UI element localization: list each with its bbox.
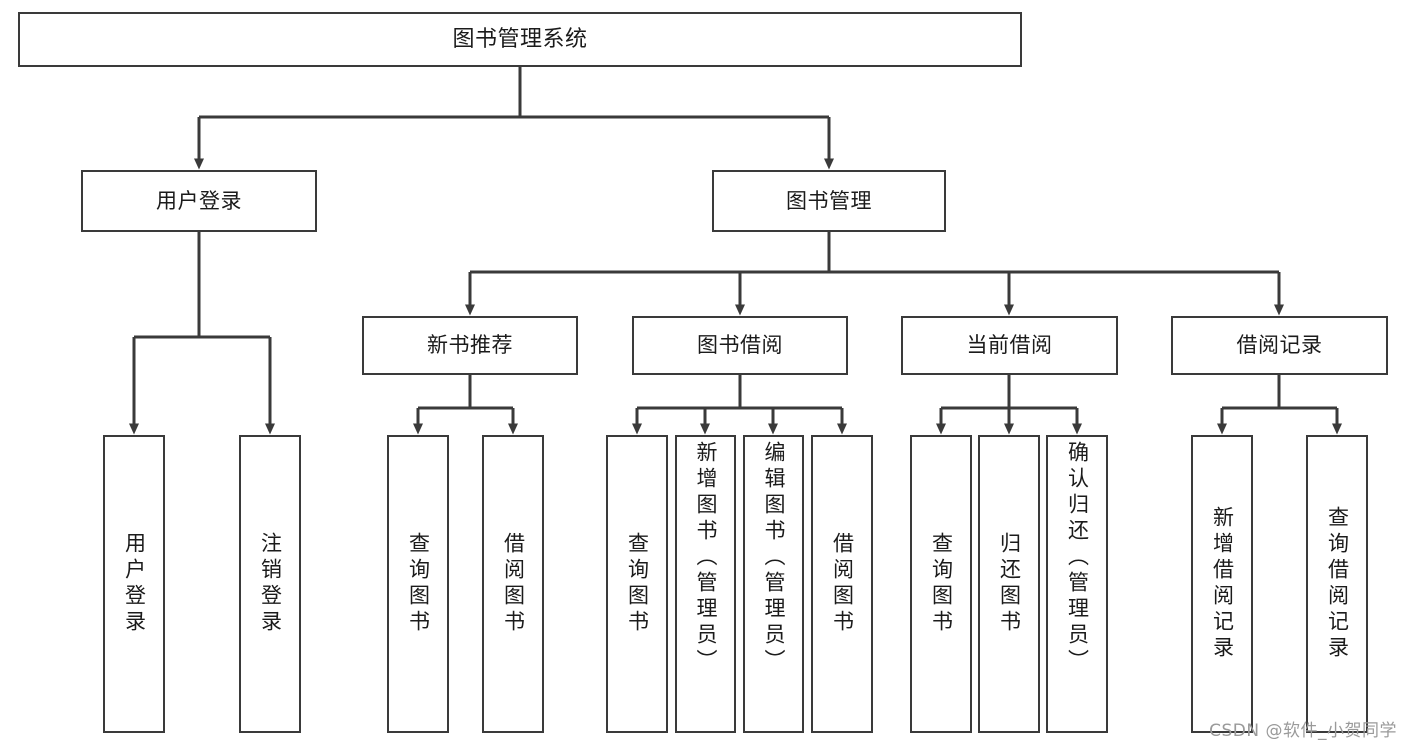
node-leaf-edit-book[interactable]: 编辑图书（管理员） [743, 435, 804, 733]
node-leaf-query-book-3[interactable]: 查询图书 [910, 435, 972, 733]
node-leaf-user-login[interactable]: 用户登录 [103, 435, 165, 733]
node-root-label: 图书管理系统 [452, 26, 588, 52]
node-leaf-query-book-2[interactable]: 查询图书 [606, 435, 668, 733]
node-leaf-query-book-2-label: 查询图书 [625, 532, 650, 636]
node-leaf-add-book-label: 新增图书（管理员） [694, 441, 718, 675]
node-borrow-record[interactable]: 借阅记录 [1171, 316, 1388, 375]
node-leaf-query-book-1-label: 查询图书 [406, 532, 431, 636]
node-leaf-add-record[interactable]: 新增借阅记录 [1191, 435, 1253, 733]
node-leaf-user-logout-label: 注销登录 [258, 532, 283, 636]
node-book-management-label: 图书管理 [786, 188, 872, 213]
node-leaf-confirm-return-label: 确认归还（管理员） [1065, 441, 1090, 675]
node-leaf-return-book[interactable]: 归还图书 [978, 435, 1040, 733]
node-leaf-add-book[interactable]: 新增图书（管理员） [675, 435, 736, 733]
node-leaf-borrow-book-1-label: 借阅图书 [501, 532, 526, 636]
node-leaf-confirm-return[interactable]: 确认归还（管理员） [1046, 435, 1108, 733]
node-book-borrow-label: 图书借阅 [697, 333, 783, 358]
node-current-borrow[interactable]: 当前借阅 [901, 316, 1118, 375]
node-leaf-query-book-3-label: 查询图书 [929, 532, 954, 636]
node-leaf-add-record-label: 新增借阅记录 [1210, 506, 1235, 662]
node-leaf-borrow-book-2[interactable]: 借阅图书 [811, 435, 873, 733]
node-book-borrow[interactable]: 图书借阅 [632, 316, 848, 375]
node-user-login[interactable]: 用户登录 [81, 170, 317, 232]
node-leaf-edit-book-label: 编辑图书（管理员） [762, 441, 786, 675]
node-borrow-record-label: 借阅记录 [1236, 333, 1323, 358]
watermark-text: CSDN @软件_小贺同学 [1209, 721, 1397, 741]
node-leaf-query-record[interactable]: 查询借阅记录 [1306, 435, 1368, 733]
node-leaf-user-login-label: 用户登录 [122, 532, 147, 636]
node-leaf-user-logout[interactable]: 注销登录 [239, 435, 301, 733]
node-leaf-borrow-book-2-label: 借阅图书 [830, 532, 855, 636]
node-new-book-recommend-label: 新书推荐 [427, 333, 513, 358]
node-leaf-query-record-label: 查询借阅记录 [1325, 506, 1350, 662]
node-new-book-recommend[interactable]: 新书推荐 [362, 316, 578, 375]
node-book-management[interactable]: 图书管理 [712, 170, 946, 232]
node-root[interactable]: 图书管理系统 [18, 12, 1022, 67]
node-leaf-return-book-label: 归还图书 [997, 532, 1022, 636]
node-current-borrow-label: 当前借阅 [966, 333, 1053, 358]
node-leaf-query-book-1[interactable]: 查询图书 [387, 435, 449, 733]
node-leaf-borrow-book-1[interactable]: 借阅图书 [482, 435, 544, 733]
node-user-login-label: 用户登录 [156, 188, 242, 213]
